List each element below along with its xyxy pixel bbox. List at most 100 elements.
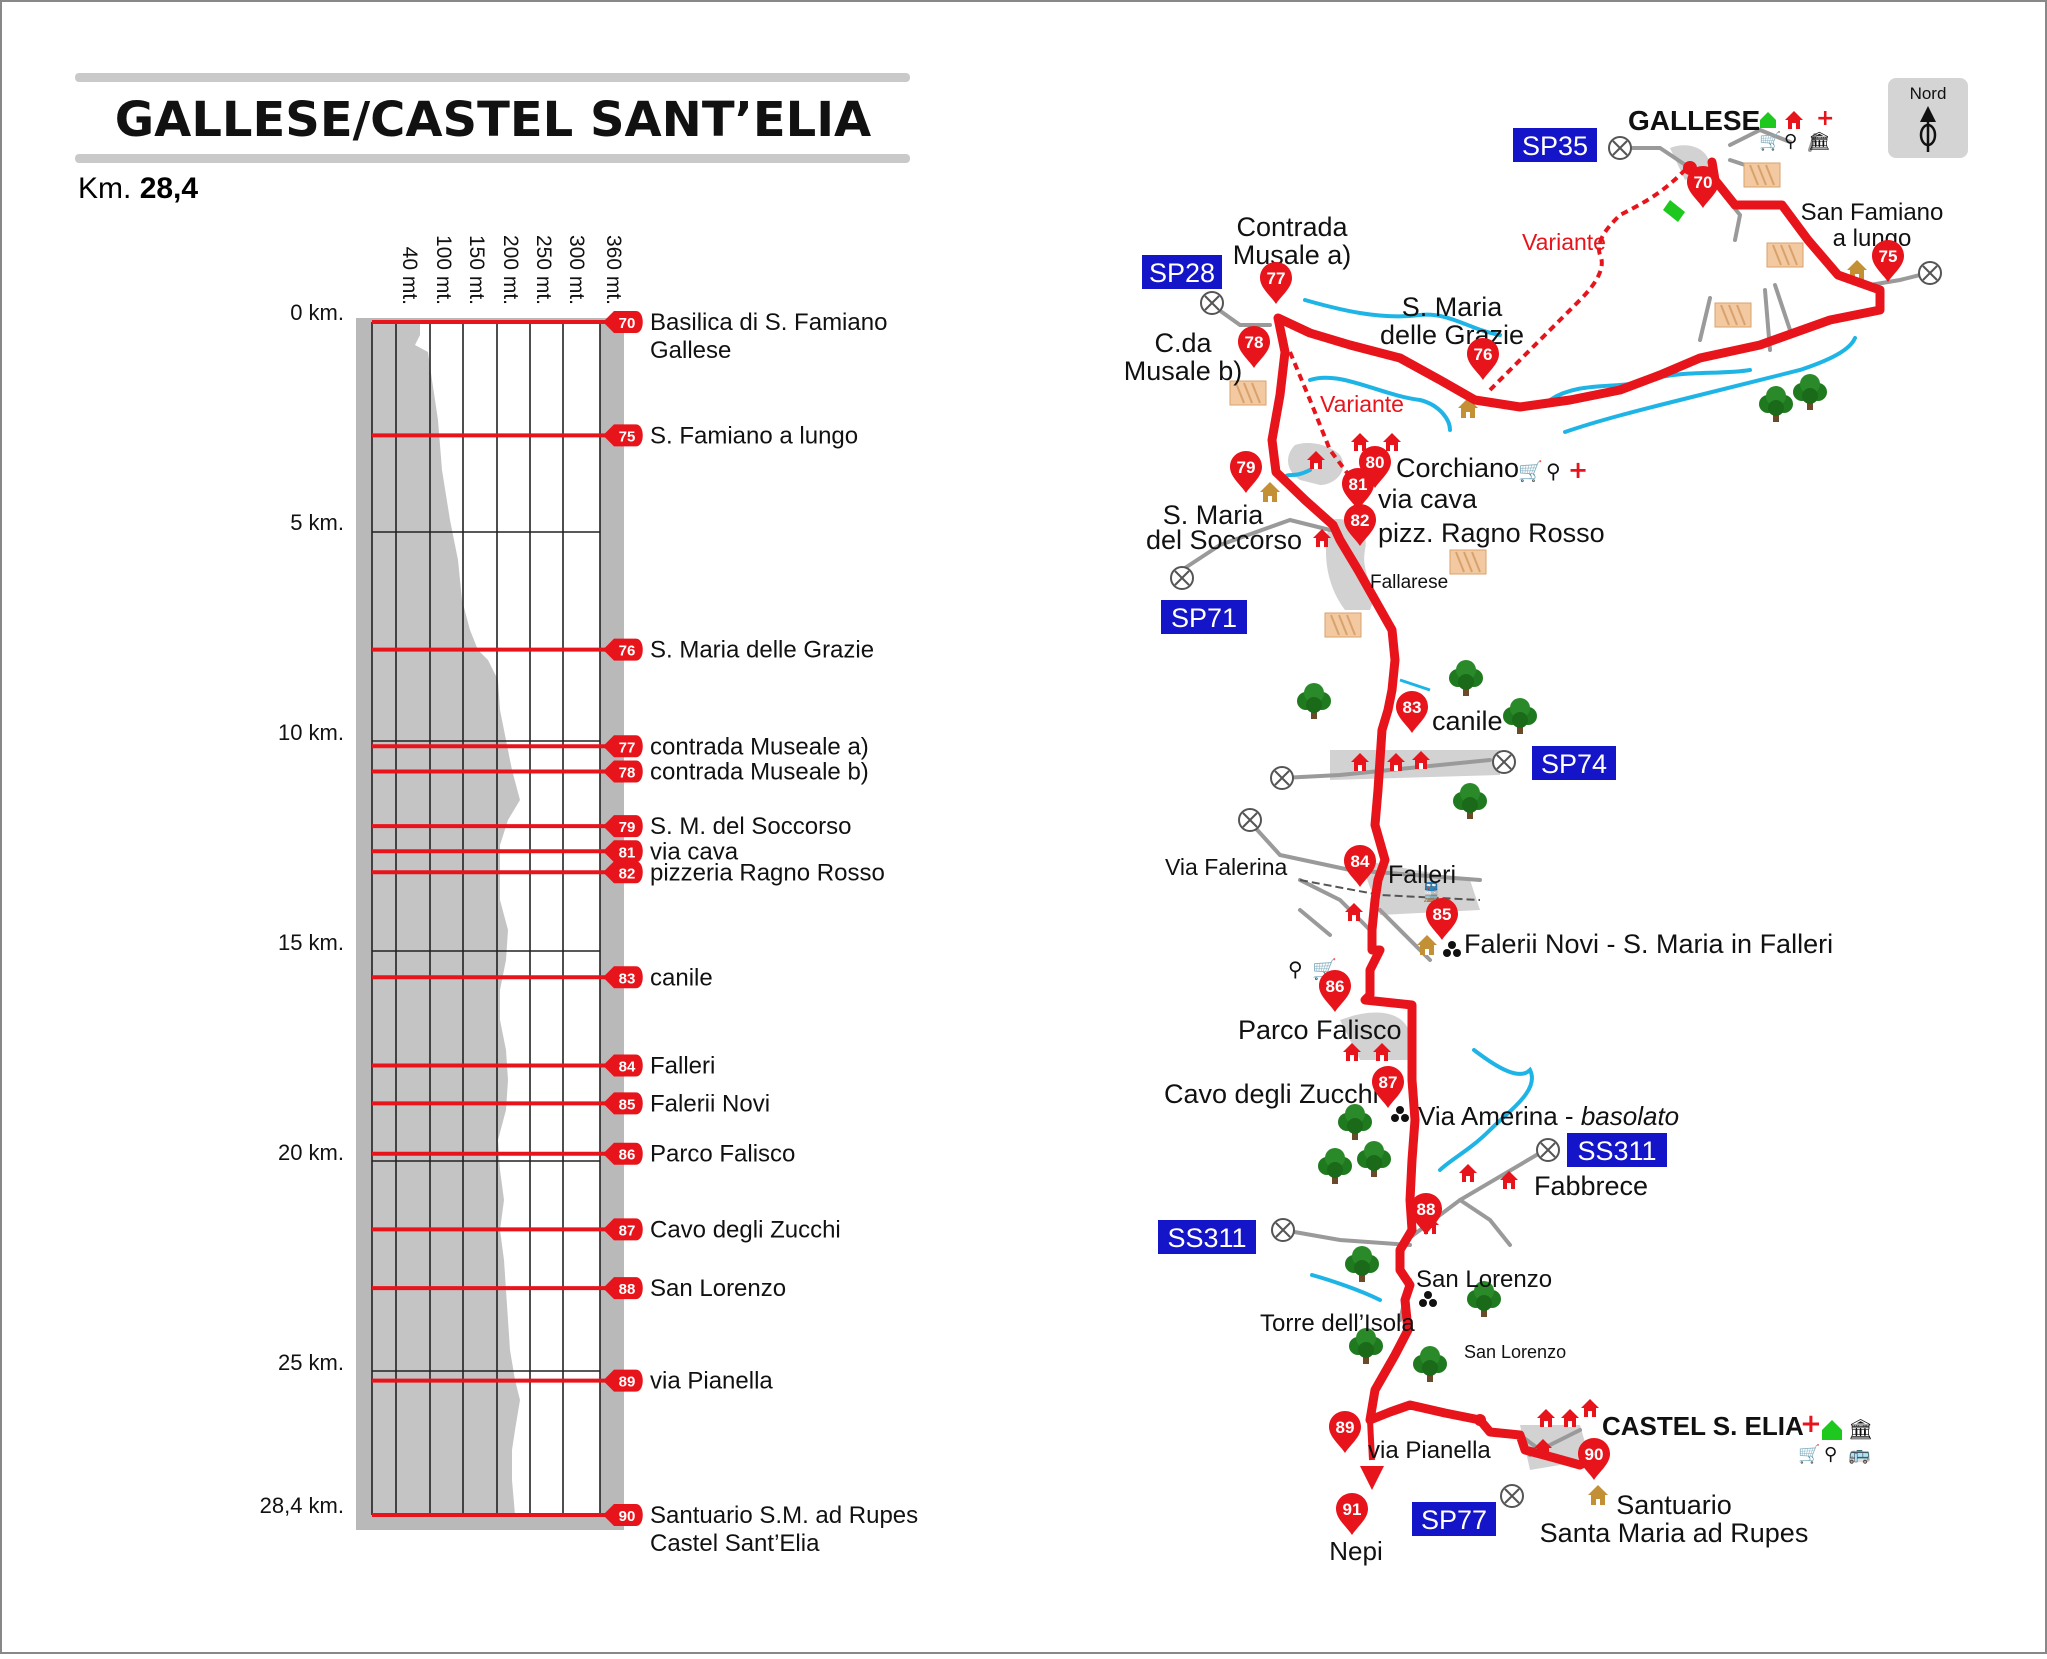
stage-marker: 89 <box>603 1369 643 1392</box>
water-tap-icon: ⚲ <box>1546 459 1561 483</box>
stage-number: 75 <box>619 428 636 445</box>
stage-number: 88 <box>619 1281 636 1298</box>
stage-marker: 82 <box>603 861 643 884</box>
map-stage-pin: 70 <box>1687 166 1719 208</box>
stage-number: 86 <box>619 1147 636 1164</box>
map-stage-pin: 87 <box>1372 1066 1404 1108</box>
shop-cart-icon: 🛒 <box>1759 130 1781 152</box>
profile-vertical-grid <box>371 322 601 1515</box>
map-pin-number: 78 <box>1245 333 1264 352</box>
stage-label: via Pianella <box>650 1368 773 1395</box>
label-contrada-1: Contrada <box>1236 212 1348 242</box>
km-label: 20 km. <box>278 1140 344 1165</box>
hostel-green-icon <box>1760 112 1776 128</box>
map-pin-number: 85 <box>1433 905 1452 924</box>
map-stage-pin: 78 <box>1238 326 1270 368</box>
label-cavo-zucchi: Cavo degli Zucchi <box>1164 1079 1379 1109</box>
pharmacy-icon: + <box>1816 106 1834 131</box>
stage-number: 78 <box>619 764 636 781</box>
accommodation-icon <box>1785 111 1803 129</box>
map-pin-number: 77 <box>1267 269 1286 288</box>
label-san-lorenzo: San Lorenzo <box>1416 1266 1552 1293</box>
label-variante-south: Variante <box>1320 391 1404 417</box>
town-gallese: GALLESE <box>1628 105 1760 136</box>
map-pin-number: 88 <box>1417 1200 1436 1219</box>
road-badge-sp35: SP35 <box>1522 131 1588 161</box>
road-badge-sp71: SP71 <box>1171 603 1237 633</box>
label-cda-1: C.da <box>1154 328 1212 358</box>
label-cda-2: Musale b) <box>1124 356 1243 386</box>
label-soccorso-1: S. Maria <box>1163 500 1265 530</box>
label-fabbrece: Fabbrece <box>1534 1171 1648 1201</box>
label-via-amerina: Via Amerina - basolato <box>1418 1101 1679 1131</box>
map-stage-pin: 90 <box>1578 1438 1610 1480</box>
railway <box>1299 879 1481 901</box>
km-label: 0 km. <box>290 300 344 325</box>
museum-icon: 🏛 <box>1808 131 1831 152</box>
label-variante-north: Variante <box>1522 229 1606 255</box>
label-torre-isola: Torre dell’Isola <box>1260 1310 1415 1337</box>
title-rule-top <box>75 73 910 82</box>
label-via-falerina: Via Falerina <box>1165 854 1288 880</box>
stage-label: contrada Museale b) <box>650 758 869 785</box>
altitude-label: 300 mt. <box>565 235 588 305</box>
distance-total: Km. 28,4 <box>78 172 198 206</box>
road-badge-ss311-east: SS311 <box>1577 1136 1656 1166</box>
road-badge-sp77: SP77 <box>1421 1505 1487 1535</box>
map-pin-number: 76 <box>1474 345 1493 364</box>
gallese-service-icons: + 🛒 ⚲ 🏛 <box>1759 106 1834 152</box>
label-falerii-novi: Falerii Novi - S. Maria in Falleri <box>1464 929 1833 959</box>
museum-icon: 🏛 <box>1848 1417 1873 1441</box>
elevation-profile: 40 mt.100 mt.150 mt.200 mt.250 mt.300 mt… <box>260 235 919 1557</box>
profile-km-grid <box>372 531 600 1372</box>
stage-label: via cava <box>650 838 739 865</box>
km-label: 10 km. <box>278 720 344 745</box>
altitude-label: 360 mt. <box>602 235 625 305</box>
stage-number: 87 <box>619 1222 636 1239</box>
stage-marker: 78 <box>603 760 643 783</box>
stage-label: San Lorenzo <box>650 1275 786 1302</box>
nepi-arrow-icon <box>1360 1466 1384 1490</box>
stage-label: S. Maria delle Grazie <box>650 637 874 664</box>
map-stage-pin: 83 <box>1396 691 1428 733</box>
label-via-cava: via cava <box>1378 484 1478 514</box>
stage-number: 77 <box>619 739 636 756</box>
bus-icon: 🚌 <box>1848 1444 1870 1465</box>
stage-label: canile <box>650 964 713 991</box>
map-pin-number: 90 <box>1585 1445 1604 1464</box>
shop-cart-icon: 🛒 <box>1798 1443 1820 1465</box>
stage-label-secondary: Castel Sant’Elia <box>650 1530 820 1557</box>
water-tap-icon: ⚲ <box>1784 131 1797 152</box>
stage-label: Falleri <box>650 1053 715 1080</box>
km-label: 25 km. <box>278 1350 344 1375</box>
label-parco-falisco: Parco Falisco <box>1238 1015 1402 1045</box>
map-stage-pin: 86 <box>1319 970 1351 1012</box>
compass: Nord <box>1888 78 1968 158</box>
road-badges: SP35 SP28 SP71 SP74 SS311 SS311 SP77 <box>1142 128 1667 1536</box>
route-line <box>1267 157 1885 1470</box>
label-contrada-2: Musale a) <box>1233 240 1352 270</box>
stage-marker: 87 <box>603 1218 643 1241</box>
map-pin-number: 87 <box>1379 1073 1398 1092</box>
stage-marker: 84 <box>603 1054 643 1077</box>
map-pin-number: 81 <box>1349 475 1368 494</box>
altitude-labels: 40 mt.100 mt.150 mt.200 mt.250 mt.300 mt… <box>398 235 625 305</box>
label-ragno-rosso: pizz. Ragno Rosso <box>1378 518 1605 548</box>
stage-label: S. Famiano a lungo <box>650 422 858 449</box>
road-badge-sp74: SP74 <box>1541 749 1607 779</box>
label-san-lorenzo-small: San Lorenzo <box>1464 1342 1566 1362</box>
label-via-pianella: via Pianella <box>1368 1437 1491 1464</box>
stage-label: S. M. del Soccorso <box>650 813 851 840</box>
falerii-service-icons: ⚲ 🛒 🚆 <box>1288 881 1442 981</box>
elevation-silhouette <box>372 322 520 1515</box>
stage-label: Basilica di S. Famiano <box>650 309 887 336</box>
page-title: GALLESE/CASTEL SANT’ELIA <box>115 92 871 148</box>
stage-marker: 90 <box>603 1504 643 1526</box>
road-badge-ss311-west: SS311 <box>1167 1223 1246 1253</box>
route-map: Nord <box>1124 78 1968 1566</box>
stage-label: Cavo degli Zucchi <box>650 1216 841 1243</box>
altitude-label: 100 mt. <box>432 235 455 305</box>
map-stage-pin: 76 <box>1467 338 1499 380</box>
map-stage-pin: 77 <box>1260 262 1292 304</box>
